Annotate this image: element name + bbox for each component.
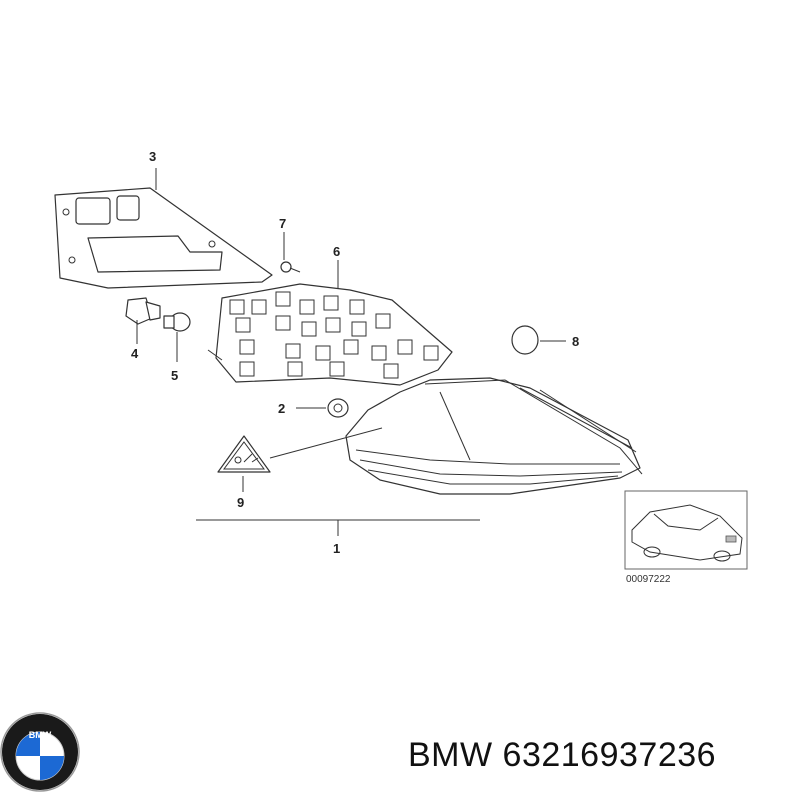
callout-3: 3: [149, 149, 156, 164]
caption-brand: BMW: [408, 736, 493, 774]
part-7-screw: [280, 261, 301, 273]
callout-1: 1: [333, 541, 340, 556]
callout-5: 5: [171, 368, 178, 383]
leader-lines: [136, 168, 566, 536]
part-caption: BMW 63216937236: [408, 736, 793, 786]
part-9-warning-label: [217, 435, 271, 473]
callout-4: 4: [131, 346, 139, 361]
part-8-seal: [511, 325, 539, 355]
bmw-logo-lettering: BMW: [29, 730, 52, 740]
part-6-bulb-carrier: [207, 283, 453, 386]
callout-2: 2: [278, 401, 285, 416]
callout-7: 7: [279, 216, 286, 231]
part-5-bulb: [163, 312, 191, 332]
bmw-logo-icon: BMW: [0, 712, 80, 792]
part-4-bulb-socket: [125, 297, 161, 325]
callout-8: 8: [572, 334, 579, 349]
callout-9: 9: [237, 495, 244, 510]
caption-part-number: 63216937236: [502, 736, 717, 774]
part-2-nut: [327, 398, 349, 418]
diagram-reference-code: 00097222: [626, 574, 671, 585]
callout-6: 6: [333, 244, 340, 259]
car-thumbnail: [624, 490, 748, 570]
part-1-rear-light: [345, 377, 643, 495]
part-3-gasket: [54, 187, 273, 289]
